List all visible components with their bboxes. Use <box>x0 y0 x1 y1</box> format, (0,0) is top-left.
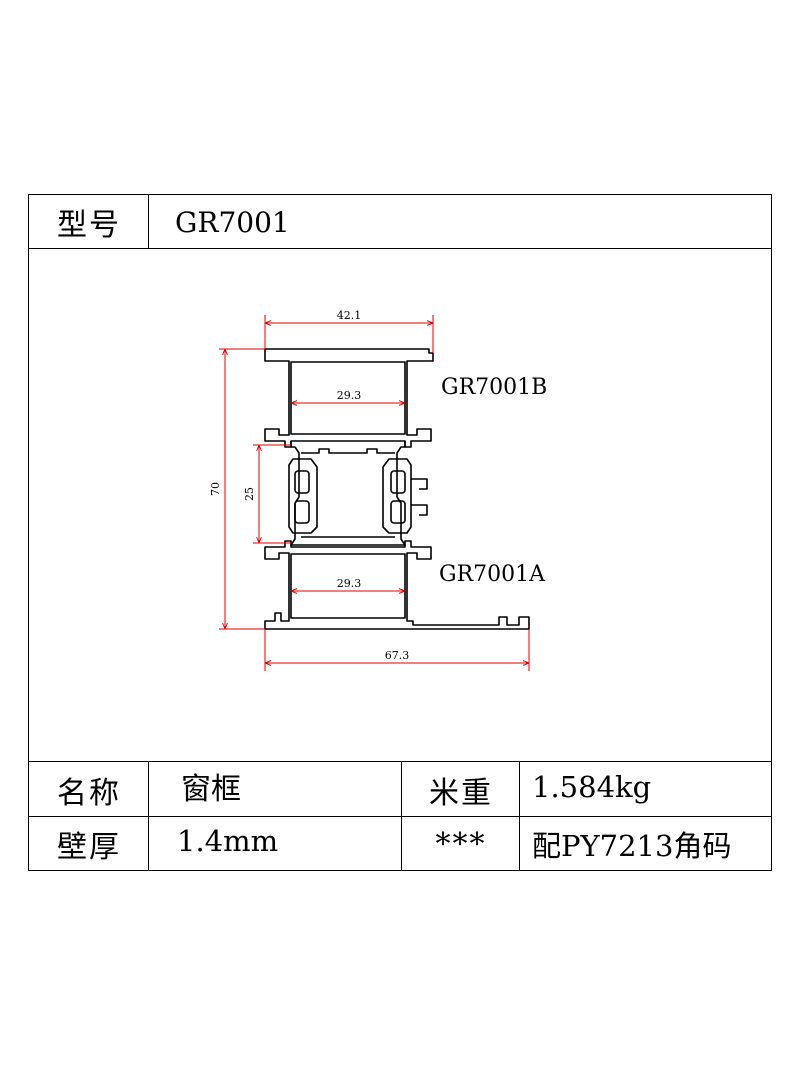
part-labels: GR7001B GR7001A <box>439 375 547 587</box>
dim-width-top: 42.1 <box>337 309 362 322</box>
dim-inner-bottom: 29.3 <box>337 577 362 590</box>
dim-width-bottom: 67.3 <box>385 649 410 662</box>
part-label-bottom: GR7001A <box>439 562 546 587</box>
weight-value: 1.584kg <box>532 770 652 804</box>
model-label: 型号 <box>57 208 121 243</box>
thickness-label: 壁厚 <box>57 830 121 865</box>
dim-height-total: 70 <box>209 482 222 496</box>
header-rule <box>29 248 771 249</box>
col-divider-2 <box>401 761 402 871</box>
col-divider-1 <box>148 761 149 871</box>
spec-sheet: 型号 GR7001 <box>28 194 772 871</box>
dim-height-mid: 25 <box>243 487 256 501</box>
extra-label: *** <box>435 826 487 862</box>
table-rule-top <box>29 761 771 762</box>
table-rule-mid <box>29 816 771 817</box>
header-divider <box>148 195 149 249</box>
dimension-lines <box>219 315 530 671</box>
name-label: 名称 <box>57 775 121 811</box>
profile-drawing: 42.1 29.3 29.3 67.3 70 25 GR7001B GR7001… <box>209 309 547 671</box>
extra-value: 配PY7213角码 <box>532 829 732 863</box>
col-divider-3 <box>519 761 520 871</box>
part-label-top: GR7001B <box>441 375 547 400</box>
dimension-labels: 42.1 29.3 29.3 67.3 70 25 <box>209 309 409 662</box>
name-value: 窗框 <box>181 772 241 807</box>
weight-label: 米重 <box>429 775 493 811</box>
profile-outline <box>264 348 530 630</box>
thickness-value: 1.4mm <box>177 824 279 858</box>
model-value: GR7001 <box>175 205 290 239</box>
dim-inner-top: 29.3 <box>337 389 362 402</box>
